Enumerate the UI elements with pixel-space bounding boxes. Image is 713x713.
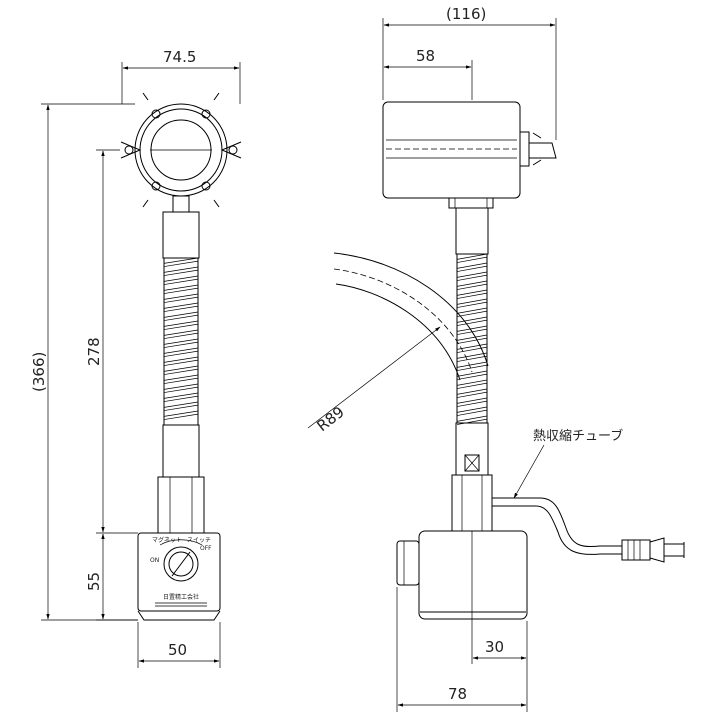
dim-base-width: 50 — [168, 641, 187, 659]
switch-on-label: ON — [150, 557, 159, 564]
magnet-base-side — [396, 530, 528, 620]
dim-366: (366) — [30, 103, 138, 621]
dim-head-depth: 58 — [416, 47, 435, 65]
side-view: R89 熱収縮チューブ (116) 58 30 78 — [307, 5, 685, 712]
dim-base-height: 55 — [85, 572, 103, 591]
dim-50: 50 — [137, 622, 221, 668]
flex-arm-side — [451, 207, 493, 532]
magnet-base-front: ON OFF マグネット スイッチ 日置精工会社 — [137, 532, 221, 621]
dim-arm-length: 278 — [85, 337, 103, 366]
dim-head-width: 74.5 — [163, 48, 196, 66]
tube-note-label: 熱収縮チューブ — [533, 428, 623, 444]
power-cable — [492, 497, 685, 563]
dim-58: 58 — [383, 47, 473, 100]
dim-78: 78 — [396, 587, 528, 712]
dim-55: 55 — [85, 533, 138, 621]
switch-off-label: OFF — [200, 545, 212, 552]
knob-marking-left: マグネット — [152, 536, 182, 544]
flex-arm-front — [157, 211, 205, 534]
lamp-head-front — [120, 92, 242, 213]
dim-base-offset: 30 — [485, 638, 504, 656]
dim-74-5: 74.5 — [121, 48, 241, 104]
lamp-head-side — [382, 101, 557, 209]
dim-278: 278 — [85, 149, 138, 534]
dim-116: (116) — [382, 5, 557, 140]
bend-radius-arcs: R89 — [307, 252, 489, 435]
dim-base-depth: 78 — [448, 685, 467, 703]
dim-overall-depth: (116) — [446, 5, 486, 23]
tube-callout: 熱収縮チューブ — [513, 428, 623, 499]
front-view: ON OFF マグネット スイッチ 日置精工会社 74.5 (366) 278 — [30, 48, 242, 668]
maker-plate: 日置精工会社 — [163, 593, 199, 601]
dim-bend-radius: R89 — [313, 403, 347, 435]
knob-marking-right: スイッチ — [187, 537, 211, 544]
dim-30: 30 — [471, 531, 528, 664]
dim-overall-height: (366) — [30, 352, 48, 392]
